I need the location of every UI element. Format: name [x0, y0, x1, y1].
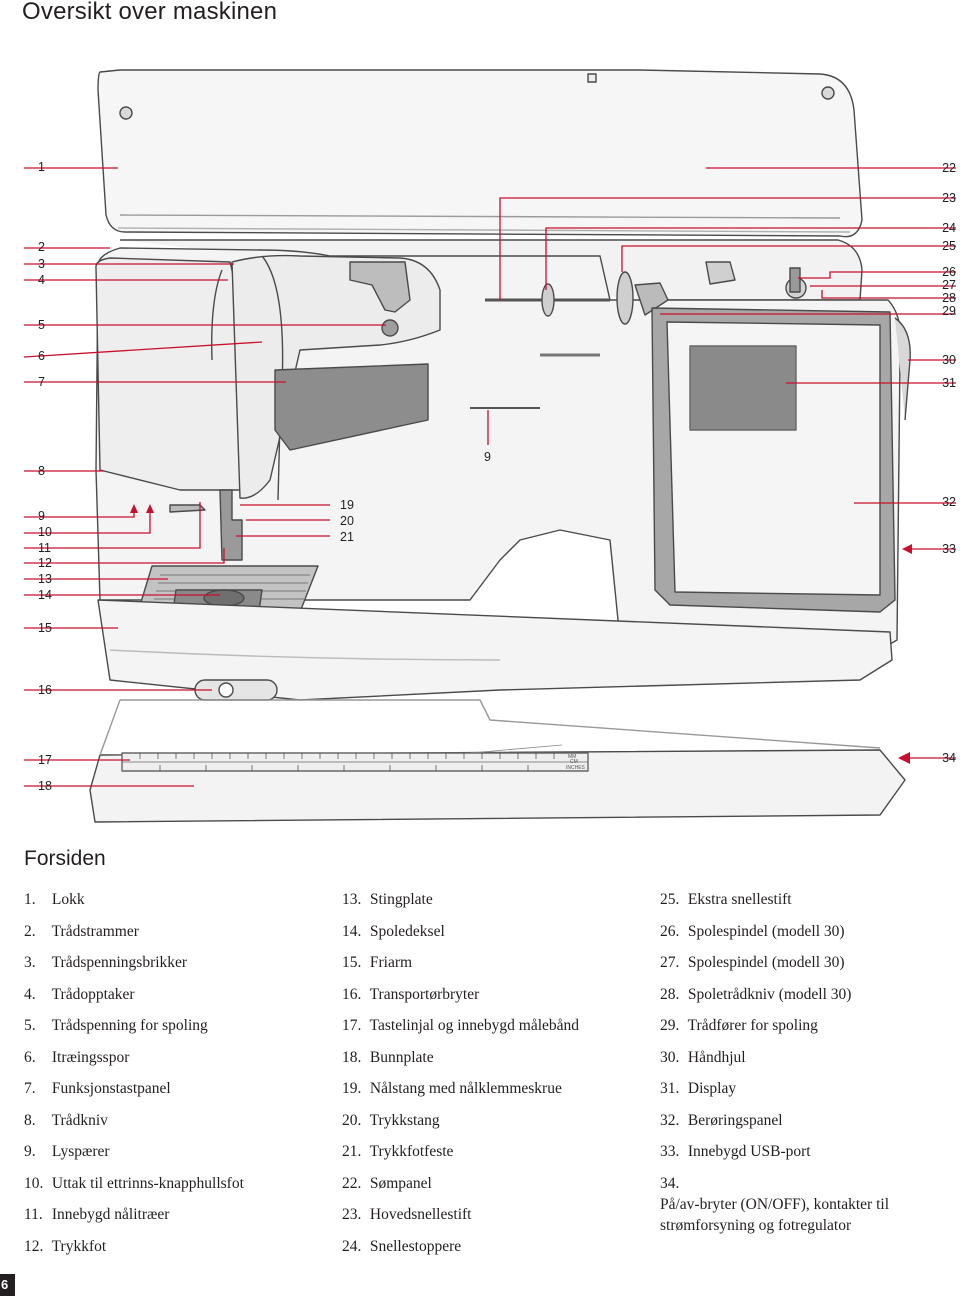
callout-2: 2 — [38, 240, 45, 254]
legend-item: 11. Innebygd nålitræer — [24, 1206, 170, 1223]
legend-item: 20. Trykkstang — [342, 1111, 440, 1129]
legend-item: 8. Trådkniv — [24, 1111, 108, 1129]
legend-item: 17. Tastelinjal og innebygd målebånd — [342, 1017, 580, 1034]
callout-32: 32 — [942, 495, 956, 509]
legend-item: 6. Itræingsspor — [24, 1048, 130, 1066]
callout-20: 20 — [340, 514, 354, 528]
legend-item: 24. Snellestoppere — [342, 1237, 462, 1255]
callout-21: 21 — [340, 530, 354, 544]
callout-27: 27 — [942, 278, 956, 292]
legend-item: 28. Spoletrådkniv (modell 30) — [660, 985, 852, 1003]
legend-item: 1. Lokk — [24, 891, 85, 908]
callout-6: 6 — [38, 349, 45, 363]
callout-15: 15 — [38, 621, 52, 635]
ruler-unit-in: INCHES — [566, 765, 586, 771]
legend-item: 15. Friarm — [342, 954, 413, 971]
page-number: 6 — [0, 1274, 15, 1296]
callout-10: 10 — [38, 525, 52, 539]
legend-item: 2. Trådstrammer — [24, 922, 139, 940]
legend-column-3: 25. Ekstra snellestift 26. Spolespindel … — [660, 889, 955, 1236]
page-title: Oversikt over maskinen — [22, 0, 278, 25]
legend-item: 13. Stingplate — [342, 891, 433, 908]
section-heading: Forsiden — [24, 847, 106, 870]
callout-13: 13 — [38, 572, 52, 586]
legend-item: 26. Spolespindel (modell 30) — [660, 922, 845, 940]
callout-7: 7 — [38, 375, 45, 389]
callout-4: 4 — [38, 273, 45, 287]
callout-26: 26 — [942, 265, 956, 279]
legend-item: 23. Hovedsnellestift — [342, 1206, 472, 1223]
callout-17: 17 — [38, 753, 52, 767]
callout-19: 19 — [340, 498, 354, 512]
callout-11: 11 — [38, 541, 51, 555]
legend-item: 9. Lyspærer — [24, 1143, 110, 1160]
legend-column-1: 1. Lokk 2. Trådstrammer 3. Trådspennings… — [24, 889, 324, 1267]
callout-1: 1 — [38, 160, 45, 174]
legend-item: 10. Uttak til ettrinns-knapphullsfot — [24, 1174, 244, 1192]
callout-9: 9 — [38, 509, 45, 523]
callout-28: 28 — [942, 291, 956, 305]
callout-16: 16 — [38, 683, 52, 697]
legend-item: 34. På/av-bryter (ON/OFF), kontakter til… — [660, 1174, 890, 1234]
callout-25: 25 — [942, 239, 956, 253]
legend-item: 3. Trådspenningsbrikker — [24, 954, 188, 971]
sewing-machine-diagram: MM CM INCHES — [23, 69, 956, 823]
legend-item: 33. Innebygd USB-port — [660, 1143, 811, 1160]
callout-14: 14 — [38, 588, 52, 602]
callout-5: 5 — [38, 318, 45, 332]
callout-18: 18 — [38, 779, 52, 793]
callout-29: 29 — [942, 304, 956, 318]
legend-item: 25. Ekstra snellestift — [660, 891, 792, 908]
ruler-unit-mm: MM — [568, 754, 576, 760]
lid — [97, 69, 863, 238]
display-screen — [689, 345, 797, 431]
callout-22: 22 — [942, 161, 956, 175]
legend-item: 21. Trykkfotfeste — [342, 1143, 454, 1160]
legend-item: 16. Transportørbryter — [342, 985, 480, 1003]
legend-item: 30. Håndhjul — [660, 1048, 746, 1066]
legend-item: 32. Berøringspanel — [660, 1111, 783, 1129]
callout-31: 31 — [942, 376, 956, 390]
legend-item: 12. Trykkfot — [24, 1237, 107, 1255]
legend-item: 31. Display — [660, 1080, 737, 1097]
legend-item: 5. Trådspenning for spoling — [24, 1017, 208, 1034]
legend-item: 14. Spoledeksel — [342, 922, 445, 940]
function-key-panel — [274, 363, 429, 451]
legend-item: 19. Nålstang med nålklemmeskrue — [342, 1080, 562, 1097]
legend-item: 7. Funksjonstastpanel — [24, 1080, 171, 1097]
legend-item: 22. Sømpanel — [342, 1174, 432, 1192]
callout-24: 24 — [942, 221, 956, 235]
ruler-unit-cm: CM — [570, 759, 578, 765]
legend-item: 4. Trådopptaker — [24, 985, 135, 1003]
callout-30: 30 — [942, 353, 956, 367]
legend-item: 29. Trådfører for spoling — [660, 1017, 818, 1034]
callout-9-top: 9 — [484, 450, 491, 464]
callout-12: 12 — [38, 556, 52, 570]
legend-item: 27. Spolespindel (modell 30) — [660, 954, 845, 971]
callout-23: 23 — [942, 191, 956, 205]
legend-column-2: 13. Stingplate 14. Spoledeksel 15. Friar… — [342, 889, 642, 1267]
legend-item: 18. Bunnplate — [342, 1048, 434, 1066]
callout-33: 33 — [942, 542, 956, 556]
callout-34: 34 — [942, 751, 956, 765]
callout-3: 3 — [38, 257, 45, 271]
callout-8: 8 — [38, 464, 45, 478]
